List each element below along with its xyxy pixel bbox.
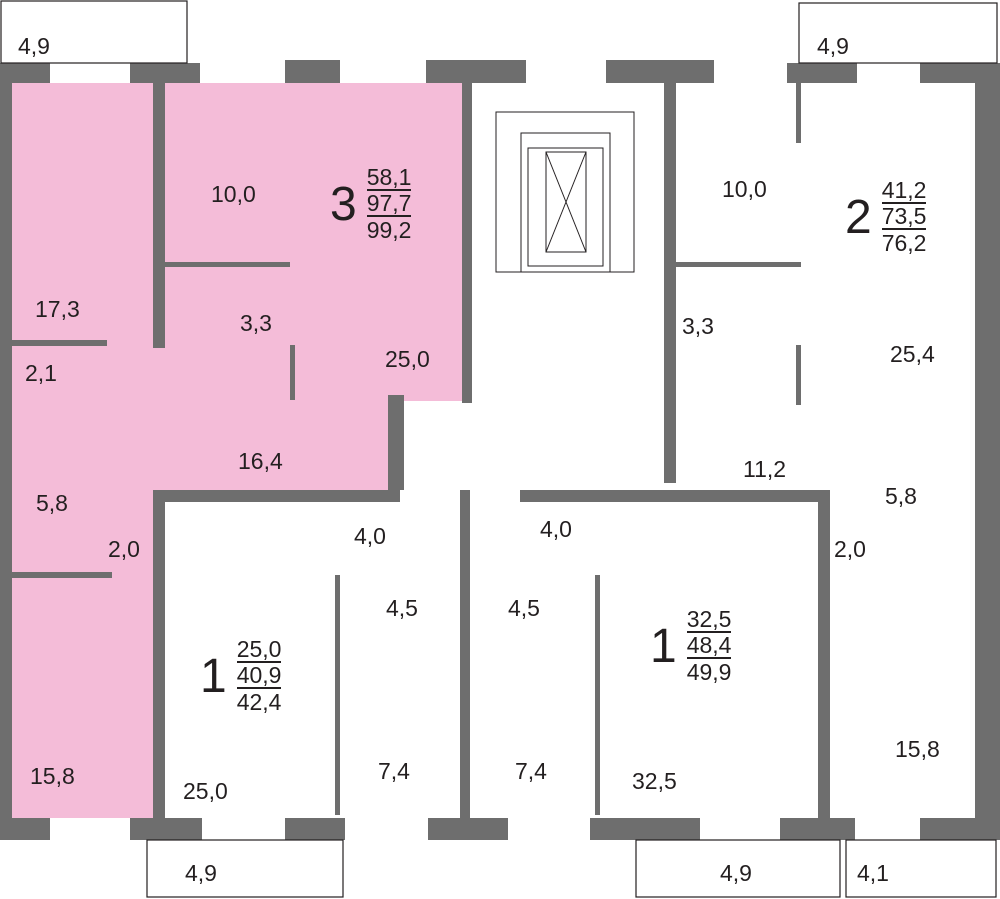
bedroom-area-label: 15,8: [895, 736, 940, 762]
living-area: 41,2: [881, 177, 927, 204]
living-area-label: 25,4: [890, 341, 935, 367]
bathroom-area-label: 4,5: [386, 595, 418, 621]
closet-area-label: 2,0: [108, 536, 140, 562]
balcony-area-label: 4,9: [18, 33, 50, 59]
balcony-area-label: 4,9: [720, 860, 752, 886]
apartment-rooms-count: 2: [845, 190, 872, 244]
kitchen-area-label: 10,0: [211, 181, 256, 207]
hall-area-label: 11,2: [743, 456, 787, 482]
bathroom-area-label: 5,8: [885, 483, 917, 509]
total-with-balcony: 42,4: [236, 689, 282, 715]
apartment-rooms-count: 3: [330, 177, 357, 231]
kitchen-area-label: 7,4: [378, 758, 410, 784]
total-with-balcony: 99,2: [366, 217, 412, 243]
balcony-area-label: 4,9: [185, 860, 217, 886]
kitchen-area-label: 10,0: [722, 176, 767, 202]
total-with-balcony: 76,2: [881, 230, 927, 256]
apartment-rooms-count: 1: [200, 649, 227, 703]
hall-area-label: 4,0: [354, 523, 386, 549]
apartment-rooms-count: 1: [650, 619, 677, 673]
closet-area-label: 2,0: [834, 536, 866, 562]
apartment-3-fill: [12, 83, 462, 818]
hall-area-label: 4,0: [540, 516, 572, 542]
bedroom-south-area-label: 15,8: [30, 763, 75, 789]
balcony-north-area-label: 4,9: [817, 33, 849, 59]
balcony-south-area-label: 4,1: [857, 860, 889, 886]
living-area-label: 25,0: [385, 346, 430, 372]
living-area: 32,5: [686, 606, 732, 633]
elevator-stairwell: [495, 111, 635, 273]
living-area: 58,1: [366, 164, 412, 191]
living-area-label: 32,5: [632, 768, 677, 794]
bathroom-area-label: 5,8: [36, 490, 68, 516]
total-area: 73,5: [881, 203, 927, 230]
bedroom-area-label: 17,3: [35, 296, 80, 322]
wc-area-label: 3,3: [240, 310, 272, 336]
total-area: 40,9: [236, 662, 282, 689]
living-area: 25,0: [236, 636, 282, 663]
total-area: 48,4: [686, 632, 732, 659]
storage-area-label: 2,1: [25, 360, 57, 386]
hall-area-label: 16,4: [238, 448, 283, 474]
wc-area-label: 3,3: [682, 313, 714, 339]
bathroom-area-label: 4,5: [508, 595, 540, 621]
total-area: 97,7: [366, 190, 412, 217]
kitchen-area-label: 7,4: [515, 758, 547, 784]
total-with-balcony: 49,9: [686, 659, 732, 685]
living-area-label: 25,0: [183, 778, 228, 804]
walls: [0, 60, 1000, 840]
